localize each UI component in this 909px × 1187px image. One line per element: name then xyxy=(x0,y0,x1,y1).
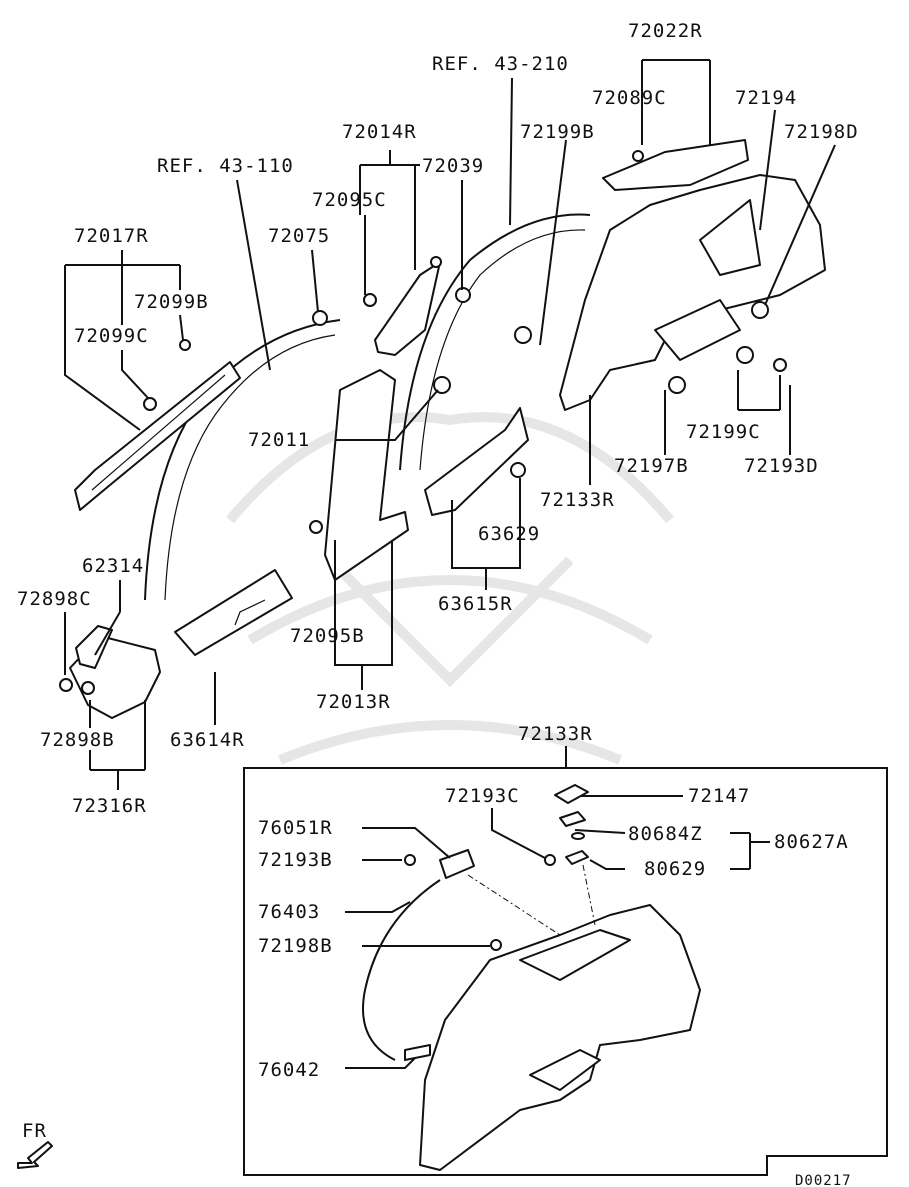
label-72022R: 72022R xyxy=(628,20,703,42)
label-72099C: 72099C xyxy=(74,325,149,347)
detail-fasteners xyxy=(404,784,589,1061)
label-72193C: 72193C xyxy=(445,785,520,807)
label-72011: 72011 xyxy=(248,429,310,451)
label-72193B: 72193B xyxy=(258,849,333,871)
lower-quarter-trim-detail xyxy=(419,904,701,1171)
label-72193D: 72193D xyxy=(744,455,819,477)
label-72133R-upper: 72133R xyxy=(540,489,615,511)
label-72099B: 72099B xyxy=(134,291,209,313)
label-72013R: 72013R xyxy=(316,691,391,713)
label-72075: 72075 xyxy=(268,225,330,247)
label-ref-43-210: REF. 43-210 xyxy=(432,53,569,75)
clip-fasteners xyxy=(59,150,787,695)
label-72017R: 72017R xyxy=(74,225,149,247)
label-72316R: 72316R xyxy=(72,795,147,817)
label-72089C: 72089C xyxy=(592,87,667,109)
front-scuff-plate xyxy=(174,569,293,656)
label-62314: 62314 xyxy=(82,555,144,577)
label-72199C: 72199C xyxy=(686,421,761,443)
center-pillar-upper-trim xyxy=(374,261,441,356)
label-ref-43-110: REF. 43-110 xyxy=(157,155,294,177)
label-80684Z: 80684Z xyxy=(628,823,703,845)
label-80627A: 80627A xyxy=(774,831,849,853)
label-76042: 76042 xyxy=(258,1059,320,1081)
label-76403: 76403 xyxy=(258,901,320,923)
front-direction-arrow-icon xyxy=(17,1141,53,1169)
upper-quarter-bracket xyxy=(602,139,749,191)
quarter-trim-assembly xyxy=(559,174,826,411)
label-72039: 72039 xyxy=(422,155,484,177)
watermark-emblem xyxy=(226,412,674,765)
detail-leaders xyxy=(345,795,770,1069)
detail-cable xyxy=(362,879,441,1061)
cowl-side-trim xyxy=(69,625,161,719)
label-72194: 72194 xyxy=(735,87,797,109)
label-72147: 72147 xyxy=(688,785,750,807)
label-72199B: 72199B xyxy=(520,121,595,143)
label-80629: 80629 xyxy=(644,858,706,880)
center-pillar-lower-trim xyxy=(324,369,409,581)
label-76051R: 76051R xyxy=(258,817,333,839)
label-72898C: 72898C xyxy=(17,588,92,610)
direction-label: FR xyxy=(22,1120,47,1142)
label-63629: 63629 xyxy=(478,523,540,545)
label-63615R: 63615R xyxy=(438,593,513,615)
document-code: D00217 xyxy=(795,1173,852,1187)
label-63614R: 63614R xyxy=(170,729,245,751)
rear-door-scuff-plate xyxy=(424,407,529,516)
detail-box xyxy=(243,767,888,1176)
label-72198B: 72198B xyxy=(258,935,333,957)
label-72014R: 72014R xyxy=(342,121,417,143)
label-72898B: 72898B xyxy=(40,729,115,751)
label-72095B: 72095B xyxy=(290,625,365,647)
label-72197B: 72197B xyxy=(614,455,689,477)
leader-lines-upper xyxy=(64,59,836,790)
label-72095C: 72095C xyxy=(312,189,387,211)
label-72198D: 72198D xyxy=(784,121,859,143)
front-pillar-trim xyxy=(74,361,241,511)
label-72133R-detail: 72133R xyxy=(518,723,593,745)
